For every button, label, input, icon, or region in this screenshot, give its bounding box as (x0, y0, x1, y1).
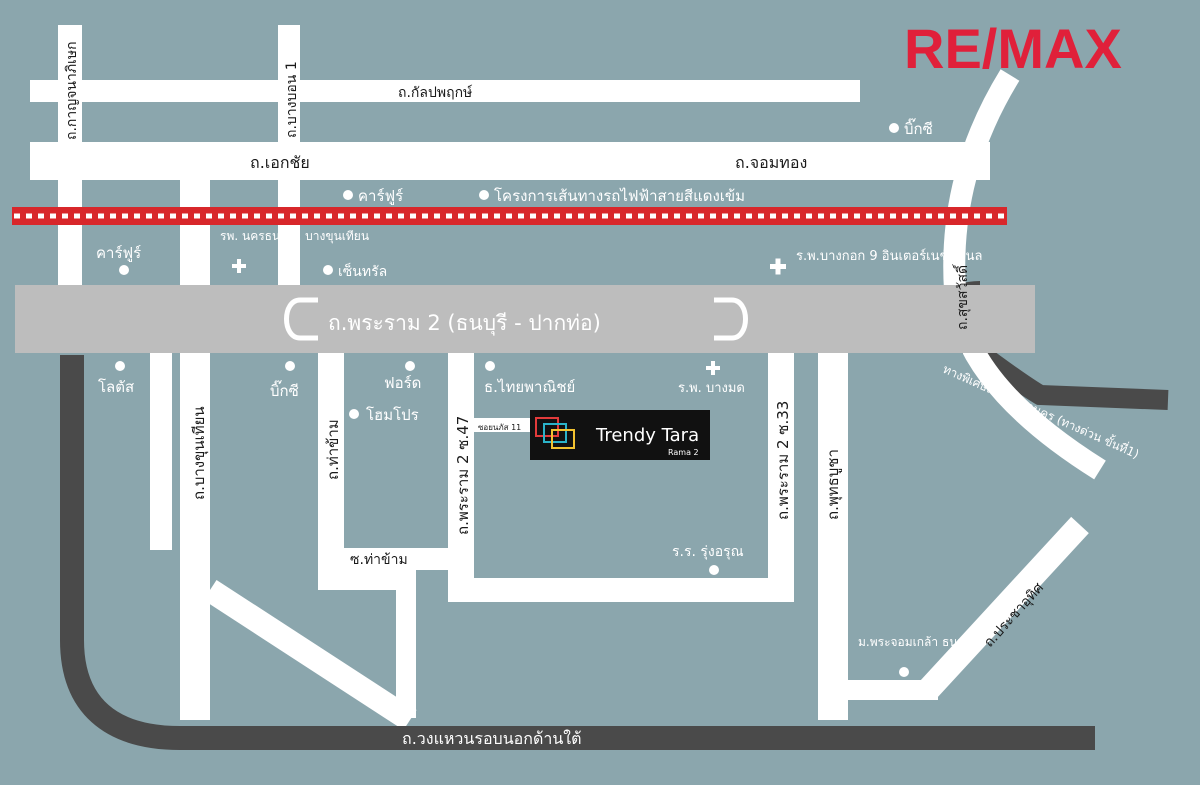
place-bangkok9-hosp: ร.พ.บางกอก 9 อินเตอร์เนชั่นแนล (796, 247, 982, 264)
rama2-highway (15, 285, 1035, 353)
label-rama2-soi47: ถ.พระราม 2 ซ.47 (454, 416, 472, 535)
place-kmutt: ม.พระจอมเกล้า ธนบุรี (858, 635, 972, 650)
remax-logo: RE/MAX (904, 17, 1122, 80)
label-soi-tha-kham: ซ.ท่าข้าม (350, 552, 408, 568)
place-big-c-bottom: บิ๊กซี (270, 380, 299, 400)
label-chom-thong: ถ.จอมทอง (735, 153, 807, 172)
label-rama2: ถ.พระราม 2 (ธนบุรี - ปากท่อ) (328, 311, 601, 336)
place-homepro: โฮมโปร (366, 406, 419, 424)
label-suksawat: ถ.สุขสวัสดิ์ (952, 263, 971, 330)
project-marker: Trendy Tara Rama 2 (530, 410, 710, 460)
label-rama2-soi33: ถ.พระราม 2 ซ.33 (774, 401, 792, 520)
local-roads (30, 25, 990, 720)
place-big-c-top: บิ๊กซี (904, 118, 933, 138)
diagonal-road-left (203, 579, 417, 731)
label-bang-khun-thian: ถ.บางขุนเทียน (190, 406, 209, 500)
place-bangkhunthian-police: สน. บางขุนเทียน (282, 229, 369, 244)
bracket-left (284, 297, 318, 341)
place-bangmod-hosp: ร.พ. บางมด (678, 381, 745, 396)
red-rail-line (12, 207, 1007, 225)
project-sub: Rama 2 (668, 448, 699, 457)
place-carrefour-left: คาร์ฟูร์ (96, 244, 141, 262)
label-kanlapaphruek: ถ.กัลปพฤกษ์ (398, 84, 473, 101)
place-carrefour-top: คาร์ฟูร์ (358, 187, 403, 205)
pracha-uthit-road (919, 516, 1089, 699)
label-phutthabucha: ถ.พุทธบูชา (824, 449, 843, 520)
label-soi-11: ซอยนภัส 11 (478, 423, 521, 432)
place-rungarun-school: ร.ร. รุ่งอรุณ (672, 544, 744, 560)
label-tha-kham: ถ.ท่าข้าม (324, 419, 342, 480)
place-nakornthon-hosp: รพ. นครธน (220, 229, 280, 243)
hospital-cross-icons (232, 258, 786, 375)
outer-ring-road (60, 355, 1095, 750)
label-bang-bon-1: ถ.บางบอน 1 (284, 61, 300, 138)
label-ekkachai: ถ.เอกชัย (250, 153, 310, 172)
bracket-right (714, 297, 748, 341)
label-kanchanaphisek: ถ.กาญจนาภิเษก (64, 41, 80, 140)
project-name: Trendy Tara (595, 425, 699, 446)
place-lotus: โลตัส (98, 378, 134, 396)
place-ford: ฟอร์ด (384, 374, 421, 392)
place-scb: ธ.ไทยพาณิชย์ (484, 378, 575, 396)
place-rail-project: โครงการเส้นทางรถไฟฟ้าสายสีแดงเข้ม (494, 187, 745, 205)
place-dots (115, 123, 909, 677)
place-central: เซ็นทรัล (338, 262, 387, 280)
label-outer-ring: ถ.วงแหวนรอบนอกด้านใต้ (402, 729, 581, 748)
